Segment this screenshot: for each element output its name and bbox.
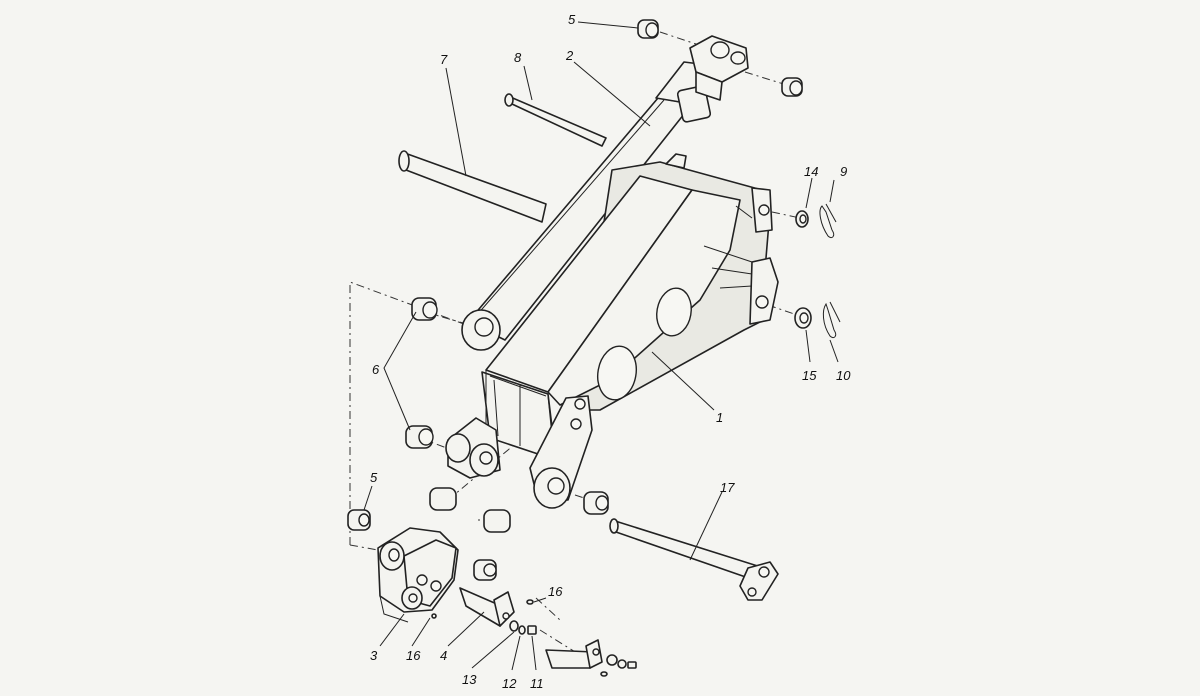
bushing-part-5-top [637,19,659,39]
callout-8: 8 [514,50,522,65]
pin-part-8 [504,93,607,147]
callout-10: 10 [836,368,851,383]
callout-9: 9 [840,164,847,179]
bushing-part-5-right [781,77,803,97]
bushing-part-6-lower [405,425,434,449]
bushing-part-6-upper [411,297,438,321]
callout-4: 4 [440,648,447,663]
shaft-part-4 [459,587,603,669]
bushing-part-5-left [347,509,371,531]
small-hardware [431,599,637,677]
callout-14: 14 [804,164,818,179]
washer-part-14 [795,210,809,228]
callout-2: 2 [565,48,574,63]
pin-part-17 [609,518,779,601]
callout-13: 13 [462,672,477,687]
callout-1: 1 [716,410,723,425]
callout-5-left: 5 [370,470,378,485]
link-bracket-part-3 [377,527,459,623]
callout-5-top: 5 [568,12,576,27]
callout-7: 7 [440,52,448,67]
callout-16-bottom: 16 [406,648,421,663]
callout-6: 6 [372,362,380,377]
upper-arm-part-2 [461,35,749,351]
callout-12: 12 [502,676,517,691]
callout-11: 11 [530,676,544,691]
callout-labels: 1 2 3 4 5 5 6 7 8 9 10 11 12 13 14 15 16… [370,12,851,691]
callout-17: 17 [720,480,735,495]
callout-15: 15 [802,368,817,383]
cotter-pin-part-10 [822,301,841,339]
pin-part-7 [398,150,547,223]
main-boom-part-1 [445,153,779,509]
washer-part-15 [794,307,812,329]
cotter-pin-part-9 [819,203,837,239]
callout-16-right: 16 [548,584,563,599]
bushings [347,19,803,581]
callout-3: 3 [370,648,378,663]
leader-lines [363,21,839,671]
